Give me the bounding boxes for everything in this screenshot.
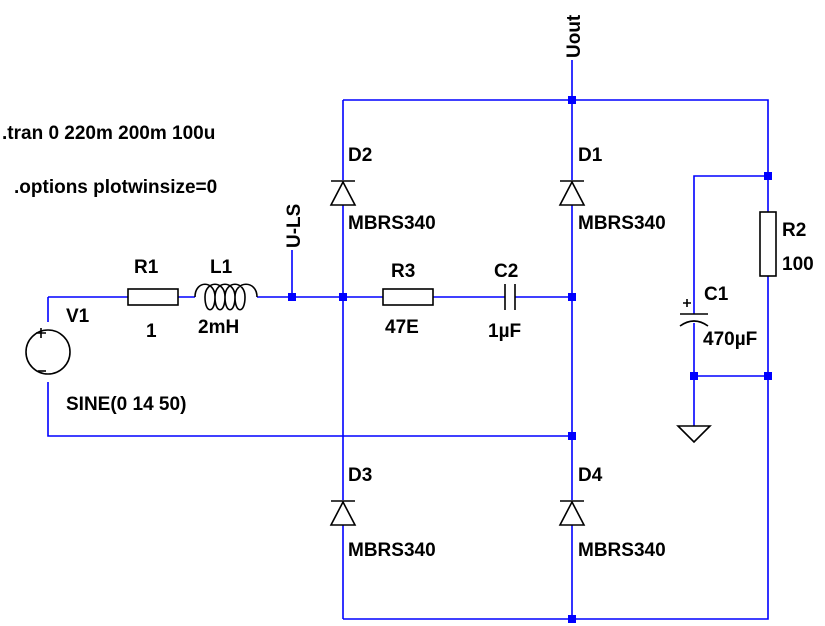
c1-value-label: 470µF [703,329,757,350]
r1-name-label: R1 [134,257,159,278]
r3-value-label: 47E [385,317,419,338]
wire-c1-top [693,175,768,314]
junction-dot [568,293,576,301]
junction-dot [690,372,698,380]
junction-dot [568,96,576,104]
d2-name-label: D2 [348,145,372,166]
v1-value-label: SINE(0 14 50) [66,394,186,415]
d1-value-label: MBRS340 [578,213,666,234]
junction-dot [339,293,347,301]
d3-diode-symbol [329,500,357,526]
r1-resistor-symbol [127,288,179,306]
junction-dot [764,172,772,180]
c2-value-label: 1µF [488,321,521,342]
r1-value-label: 1 [146,321,157,342]
junction-dot [568,615,576,623]
junction-dot [288,293,296,301]
l1-name-label: L1 [210,257,233,278]
d4-diode-symbol [558,500,586,526]
r2-resistor-symbol [759,211,777,277]
junction-dot [568,432,576,440]
v1-source-symbol [25,328,71,375]
wire-top-rail [343,99,769,212]
d4-name-label: D4 [578,465,603,486]
c1-capacitor-symbol [679,299,709,327]
c1-name-label: C1 [704,284,729,305]
d2-diode-symbol [329,180,357,206]
r3-resistor-symbol [382,288,434,306]
d3-value-label: MBRS340 [348,540,436,561]
d3-name-label: D3 [348,465,372,486]
r3-name-label: R3 [391,261,415,282]
c2-capacitor-symbol [504,284,516,310]
d4-value-label: MBRS340 [578,540,666,561]
r2-value-label: 100 [782,254,814,275]
net-label-uout: Uout [564,14,585,58]
c2-name-label: C2 [494,261,518,282]
d2-value-label: MBRS340 [348,213,436,234]
ground-symbol [676,425,712,444]
r2-name-label: R2 [782,220,806,241]
wire-v1-bottom [47,382,572,437]
junction-dot [764,372,772,380]
junctions [288,96,772,623]
v1-name-label: V1 [66,306,90,327]
net-label-uls: U-LS [284,204,305,248]
l1-value-label: 2mH [198,317,239,338]
d1-diode-symbol [558,180,586,206]
d1-name-label: D1 [578,145,603,166]
l1-inductor-symbol [194,283,258,311]
options-directive: .options plotwinsize=0 [14,177,217,198]
wire-bottom-rail [343,276,769,620]
tran-directive: .tran 0 220m 200m 100u [2,123,215,144]
